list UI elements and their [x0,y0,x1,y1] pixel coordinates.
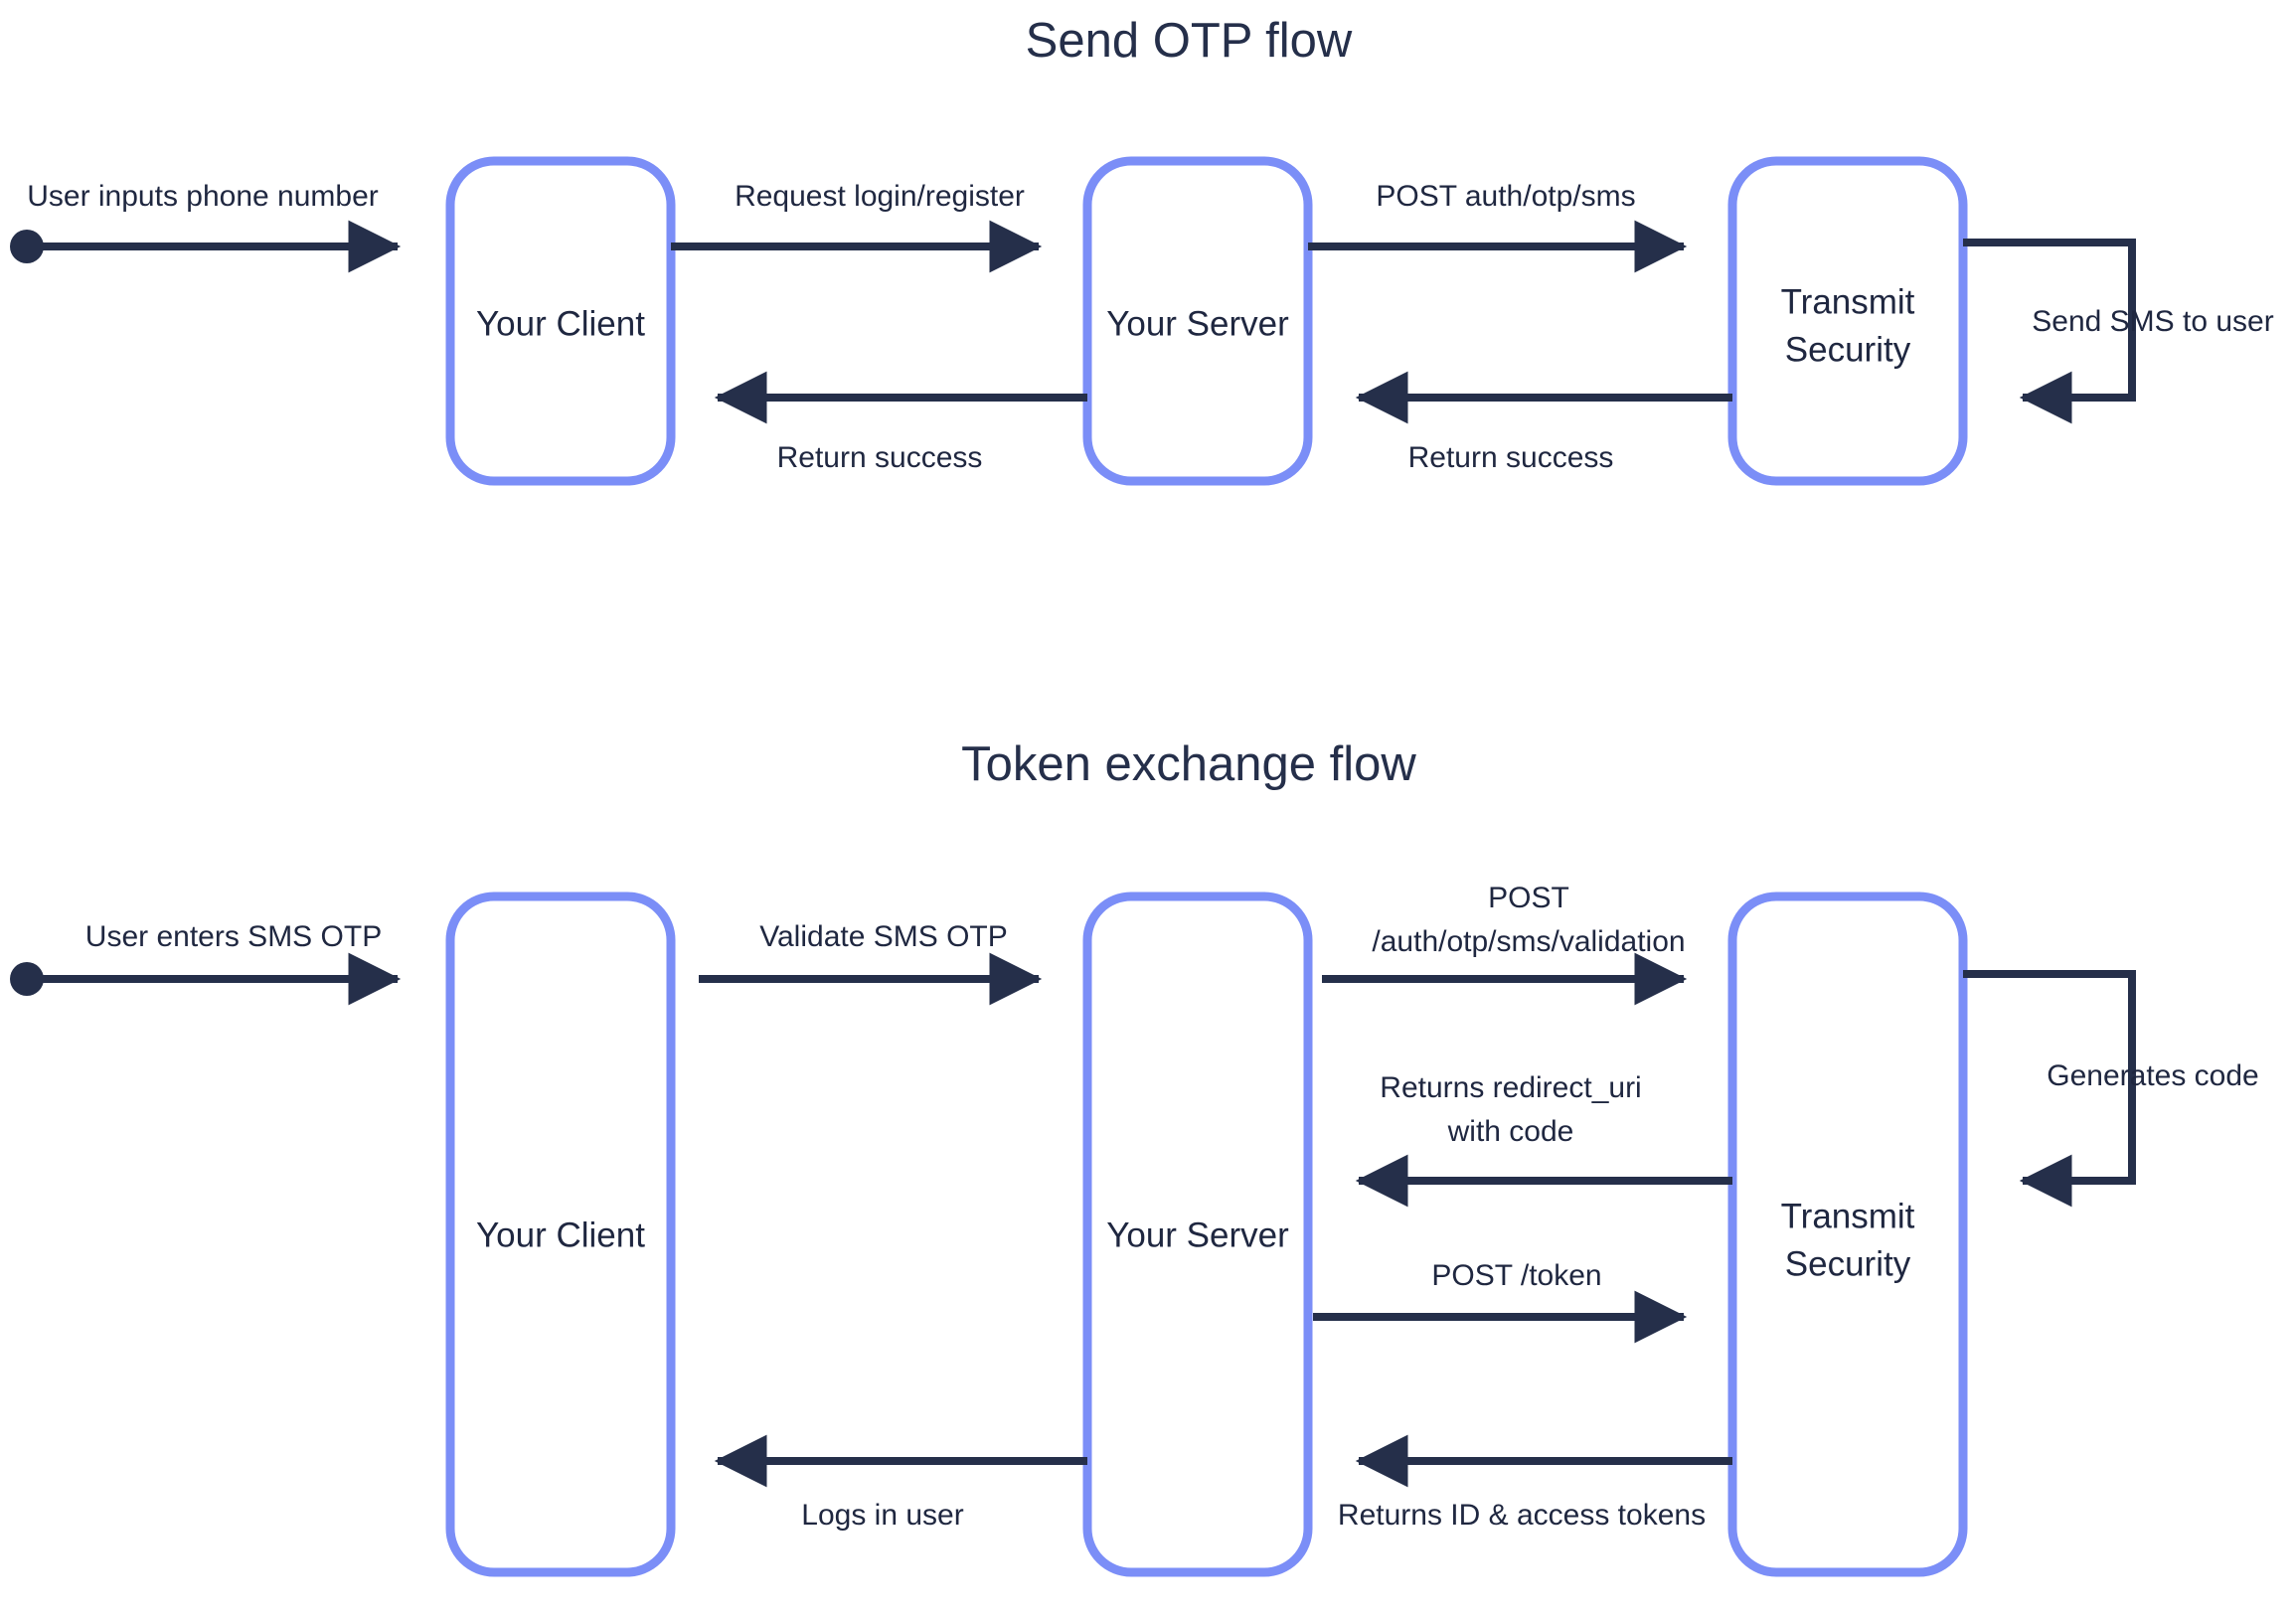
edge-label-user-input-flow1: User inputs phone number [27,180,379,213]
edge-label-return-success-transmit-flow1: Return success [1408,441,1614,474]
edge-label-returns-redirect-2-flow2: with code [1447,1115,1574,1148]
edge-label-returns-tokens-flow2: Returns ID & access tokens [1338,1499,1706,1532]
node-your-server-flow1[interactable] [1082,156,1313,486]
node-label-transmit-flow1: Transmit [1781,282,1915,321]
node-label-your-server-flow2: Your Server [1106,1215,1289,1254]
node-label-your-server-flow1: Your Server [1106,304,1289,343]
edge-label-send-sms-flow1: Send SMS to user [2032,305,2273,338]
edge-label-post-validation-2-flow2: /auth/otp/sms/validation [1372,925,1685,958]
edge-send-sms-selfloop-flow1 [1963,239,2136,424]
node-your-client-flow2[interactable] [445,891,676,1577]
node-label-your-client-flow1: Your Client [476,304,645,343]
node-label-security-flow1: Security [1785,330,1911,369]
edge-generates-code-selfloop-flow2 [1963,970,2136,1208]
edge-label-request-login-flow1: Request login/register [735,180,1025,213]
node-transmit-security-flow1[interactable] [1727,156,1968,486]
edge-label-post-auth-otp-sms-flow1: POST auth/otp/sms [1376,180,1635,213]
flow-title-token-exchange: Token exchange flow [961,737,1416,791]
edge-label-return-success-server-flow1: Return success [777,441,983,474]
edge-label-user-enters-otp-flow2: User enters SMS OTP [85,920,382,953]
node-label-transmit-flow2: Transmit [1781,1197,1915,1235]
node-your-server-flow2[interactable] [1082,891,1313,1577]
edge-label-generates-code-flow2: Generates code [2047,1059,2258,1092]
edge-label-returns-redirect-1-flow2: Returns redirect_uri [1380,1071,1641,1104]
node-label-security-flow2: Security [1785,1244,1911,1283]
flow-title-send-otp: Send OTP flow [1026,14,1353,68]
edge-label-validate-otp-flow2: Validate SMS OTP [759,920,1008,953]
node-transmit-security-flow2[interactable] [1727,891,1968,1577]
token-exchange-flow: Token exchange flow Your Client Your Ser… [10,737,2259,1577]
edge-label-logs-in-user-flow2: Logs in user [801,1499,963,1532]
send-otp-flow: Send OTP flow Your Client Your Server Tr… [10,14,2274,486]
node-label-your-client-flow2: Your Client [476,1215,645,1254]
edge-label-post-token-flow2: POST /token [1431,1259,1601,1292]
edge-label-post-validation-1-flow2: POST [1488,882,1569,914]
node-your-client-flow1[interactable] [445,156,676,486]
